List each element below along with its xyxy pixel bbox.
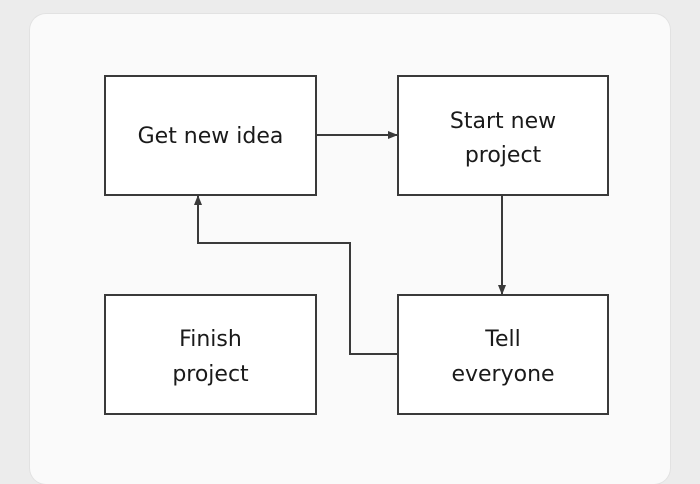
edge-tell-to-idea [194,195,397,355]
node-get-new-idea: Get new idea [104,75,317,196]
node-tell-everyone: Tell everyone [397,294,609,415]
flowchart: Get new idea Start new project Tell ever… [104,75,609,415]
node-label: Get new idea [138,124,284,149]
node-label-line-1: Tell [484,327,520,352]
node-start-new-project: Start new project [397,75,609,196]
node-finish-project: Finish project [104,294,317,415]
node-label-line-2: everyone [451,362,554,387]
node-label-line-2: project [465,143,542,168]
node-label-line-1: Start new [450,109,556,134]
node-label-line-2: project [172,362,249,387]
node-label-line-1: Finish [179,327,242,352]
